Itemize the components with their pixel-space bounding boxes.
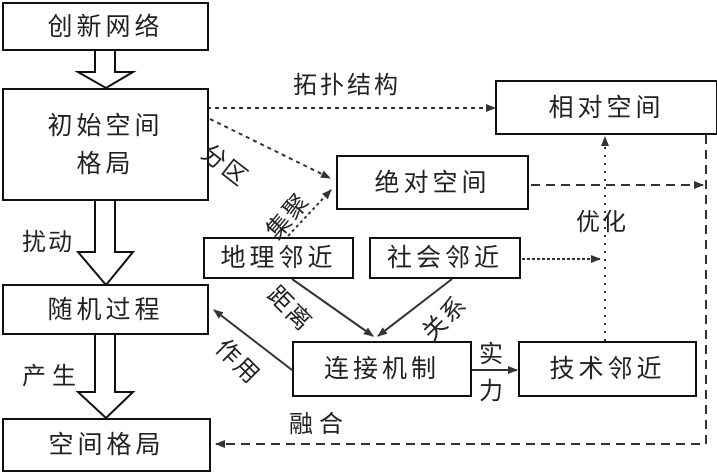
block-arrow-generate bbox=[75, 333, 136, 420]
label-optimize: 优化 bbox=[576, 208, 628, 236]
block-arrow-disturbance bbox=[75, 199, 136, 287]
node-social-proximity: 社会邻近 bbox=[369, 237, 521, 279]
label-strength-bottom: 力 bbox=[479, 377, 505, 405]
node-innovation-network: 创新网络 bbox=[2, 2, 209, 51]
node-spatial-pattern: 空间格局 bbox=[2, 418, 211, 472]
edge-agglomeration bbox=[287, 189, 332, 237]
label-disturbance: 扰动 bbox=[22, 228, 74, 256]
edge-effect bbox=[213, 309, 293, 371]
edge-relation bbox=[377, 278, 453, 337]
edge-distance bbox=[291, 278, 374, 337]
node-relative-space: 相对空间 bbox=[495, 80, 717, 135]
node-initial-pattern: 初始空间格局 bbox=[2, 88, 209, 201]
node-tech-proximity: 技术邻近 bbox=[518, 341, 697, 397]
node-geo-proximity: 地理邻近 bbox=[203, 237, 354, 279]
node-connection-mechanism: 连接机制 bbox=[292, 341, 472, 397]
edge-partition bbox=[209, 118, 331, 179]
node-random-process: 随机过程 bbox=[2, 284, 209, 335]
label-generate: 产生 bbox=[22, 362, 82, 390]
label-strength-top: 实 bbox=[479, 340, 505, 368]
edge-fusion bbox=[215, 135, 707, 448]
block-arrow-network-to-initial bbox=[74, 48, 137, 90]
label-topology: 拓扑结构 bbox=[293, 71, 401, 99]
label-fusion: 融合 bbox=[289, 410, 349, 438]
node-absolute-space: 绝对空间 bbox=[336, 155, 529, 210]
